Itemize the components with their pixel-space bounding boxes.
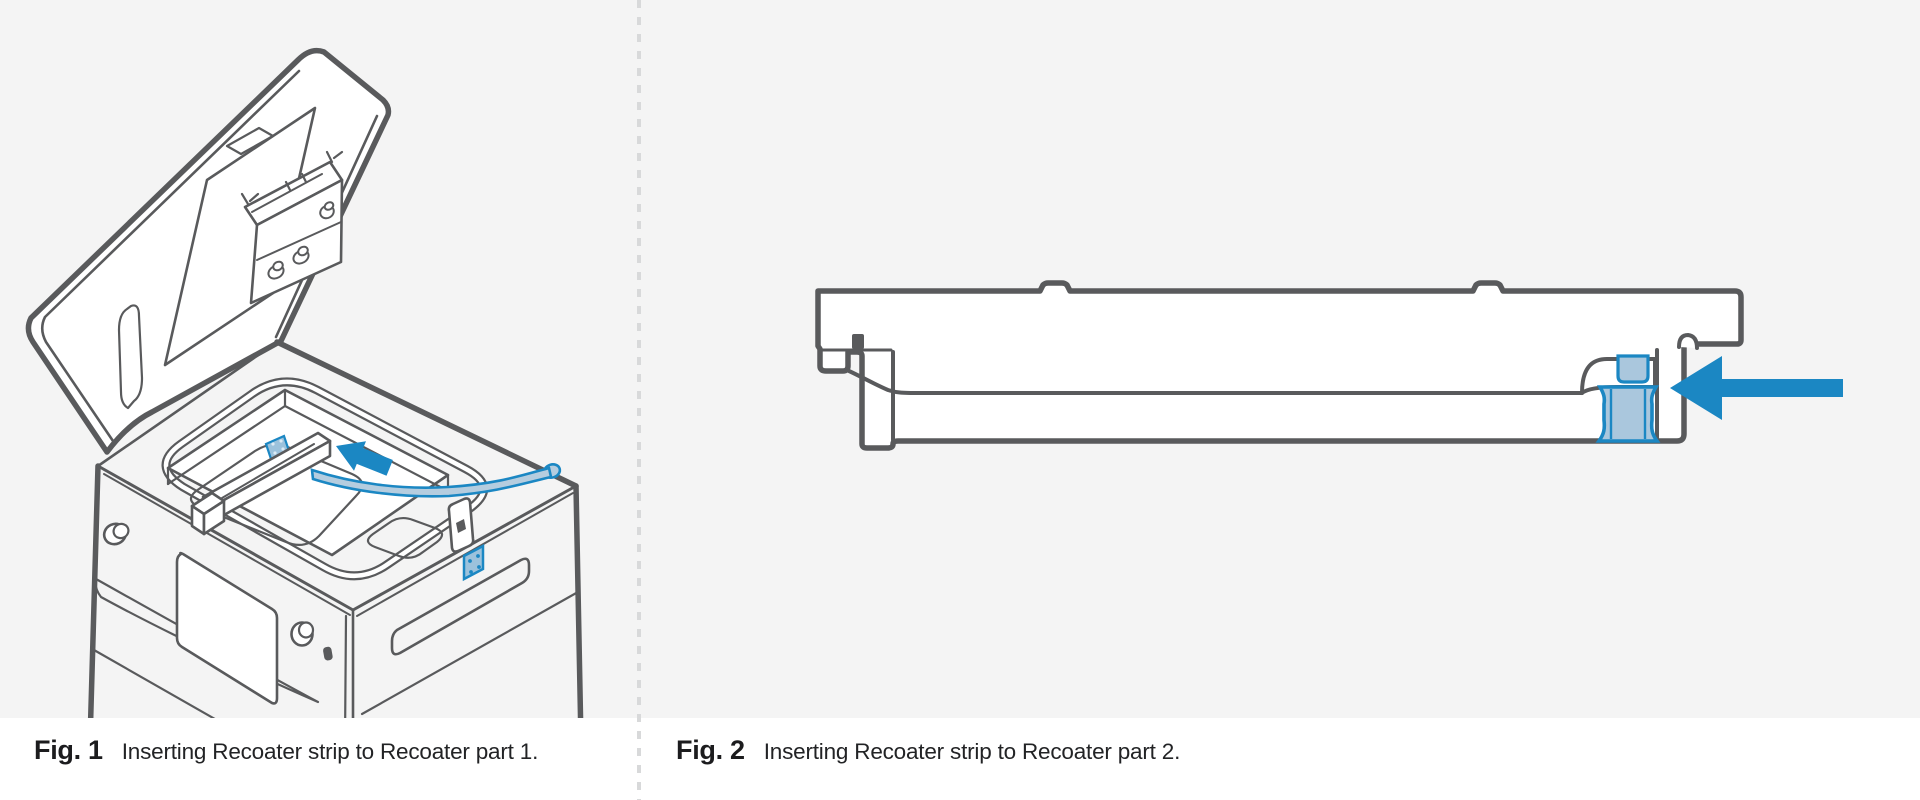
- power-button: [323, 646, 333, 661]
- caption-bar: Fig. 1 Inserting Recoater strip to Recoat…: [0, 718, 1920, 800]
- fig1-caption: Fig. 1 Inserting Recoater strip to Recoat…: [34, 735, 538, 766]
- fig2-label: Fig. 2: [676, 735, 745, 765]
- touchscreen: [175, 551, 279, 705]
- fig2-recoater-profile-illustration: [815, 280, 1843, 451]
- recoater-bar: [190, 431, 332, 536]
- printer-lid-open: [25, 47, 392, 455]
- insertion-arrow-icon: [1670, 356, 1843, 420]
- fig2-caption-text: Inserting Recoater strip to Recoater par…: [763, 739, 1181, 764]
- lid-side-slot: [117, 304, 144, 410]
- fig2-caption: Fig. 2 Inserting Recoater strip to Recoat…: [676, 735, 1180, 766]
- recoater-strip: [310, 463, 562, 498]
- strip-slot-upper: [1616, 354, 1650, 384]
- front-knob: [290, 621, 315, 647]
- side-handle-slot: [390, 557, 531, 656]
- latch-clip: [447, 497, 475, 553]
- fig1-printer-illustration: [25, 47, 584, 757]
- lid-recoater-mount: [240, 150, 344, 305]
- qr-label-icon: [462, 543, 485, 582]
- panel-divider: [637, 0, 641, 800]
- fig1-label: Fig. 1: [34, 735, 103, 765]
- powder-chamber: [161, 377, 562, 581]
- strip-cross-section: [1595, 385, 1661, 443]
- recoater-profile-outline: [815, 280, 1744, 451]
- power-knob: [102, 522, 130, 546]
- insertion-arrow-icon: [336, 441, 393, 476]
- fig1-caption-text: Inserting Recoater strip to Recoater par…: [121, 739, 539, 764]
